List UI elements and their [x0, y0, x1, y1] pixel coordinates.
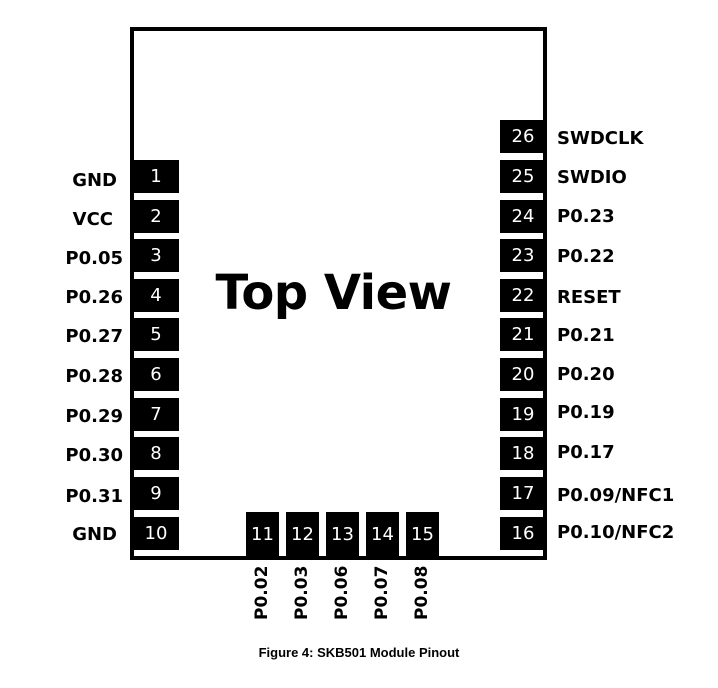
pad-8: 8: [133, 437, 179, 470]
pin-label-19: P0.19: [557, 402, 615, 423]
pad-4: 4: [133, 279, 179, 312]
pad-7: 7: [133, 398, 179, 431]
pin-label-21: P0.21: [557, 325, 615, 346]
pad-24: 24: [500, 200, 546, 233]
pad-18: 18: [500, 437, 546, 470]
pin-label-11: P0.02: [252, 565, 272, 620]
pad-20: 20: [500, 358, 546, 391]
pin-label-5: P0.27: [65, 326, 123, 347]
pin-label-14: P0.07: [372, 565, 392, 620]
pin-label-10: GND: [72, 524, 117, 545]
pin-label-7: P0.29: [65, 406, 123, 427]
pad-16: 16: [500, 517, 546, 550]
pad-12: 12: [286, 512, 319, 557]
pin-label-4: P0.26: [65, 287, 123, 308]
pin-label-13: P0.06: [332, 565, 352, 620]
pin-label-8: P0.30: [65, 445, 123, 466]
pad-1: 1: [133, 160, 179, 193]
pin-label-9: P0.31: [65, 486, 123, 507]
pin-label-23: P0.22: [557, 246, 615, 267]
pin-label-12: P0.03: [292, 565, 312, 620]
pad-9: 9: [133, 477, 179, 510]
pad-17: 17: [500, 477, 546, 510]
pin-label-18: P0.17: [557, 442, 615, 463]
pin-label-15: P0.08: [412, 565, 432, 620]
pad-14: 14: [366, 512, 399, 557]
pin-label-16: P0.10/NFC2: [557, 522, 675, 543]
pad-19: 19: [500, 398, 546, 431]
figure-caption: Figure 4: SKB501 Module Pinout: [258, 645, 460, 660]
pin-label-17: P0.09/NFC1: [557, 485, 675, 506]
pin-label-26: SWDCLK: [557, 128, 644, 149]
pin-label-22: RESET: [557, 287, 621, 308]
pad-5: 5: [133, 318, 179, 351]
pin-label-3: P0.05: [65, 248, 123, 269]
pad-2: 2: [133, 200, 179, 233]
pad-11: 11: [246, 512, 279, 557]
module-outline: [130, 27, 547, 560]
pad-25: 25: [500, 160, 546, 193]
pad-26: 26: [500, 120, 546, 153]
pad-21: 21: [500, 318, 546, 351]
pin-label-25: SWDIO: [557, 167, 627, 188]
pad-13: 13: [326, 512, 359, 557]
pin-label-1: GND: [72, 170, 117, 191]
pad-15: 15: [406, 512, 439, 557]
top-view-title: Top View: [215, 265, 452, 321]
pad-6: 6: [133, 358, 179, 391]
pin-label-20: P0.20: [557, 364, 615, 385]
pin-label-6: P0.28: [65, 366, 123, 387]
pin-label-2: VCC: [72, 209, 113, 230]
pad-10: 10: [133, 517, 179, 550]
pad-22: 22: [500, 279, 546, 312]
pin-label-24: P0.23: [557, 206, 615, 227]
pad-3: 3: [133, 239, 179, 272]
pad-23: 23: [500, 239, 546, 272]
